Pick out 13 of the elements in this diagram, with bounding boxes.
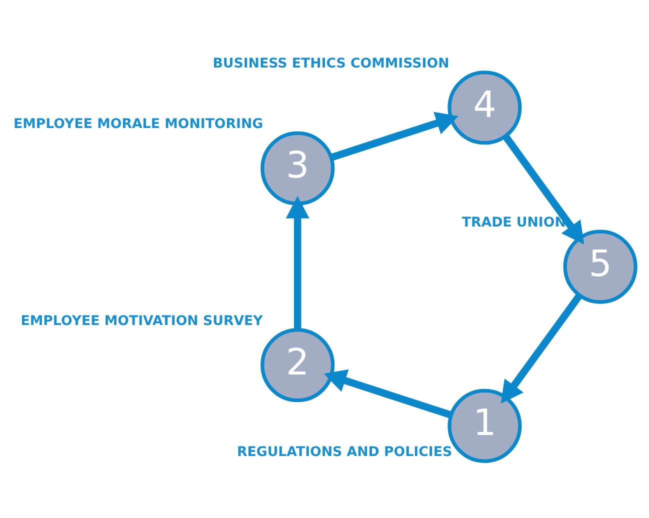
node-circle: 3 [260, 130, 335, 205]
node-label: EMPLOYEE MOTIVATION SURVEY [20, 313, 263, 328]
arrow [502, 134, 584, 244]
node-label: TRADE UNION [462, 214, 566, 230]
node-circle: 4 [448, 70, 522, 144]
node-circle: 2 [260, 328, 335, 402]
node-label: EMPLOYEE MORALE MONITORING [13, 116, 264, 132]
arrow [286, 195, 310, 330]
arrow [324, 368, 452, 418]
arrow [500, 292, 582, 404]
node-circle: 5 [563, 229, 638, 304]
arrow [330, 111, 458, 160]
node-label: BUSINESS ETHICS COMMISSION [212, 56, 450, 71]
